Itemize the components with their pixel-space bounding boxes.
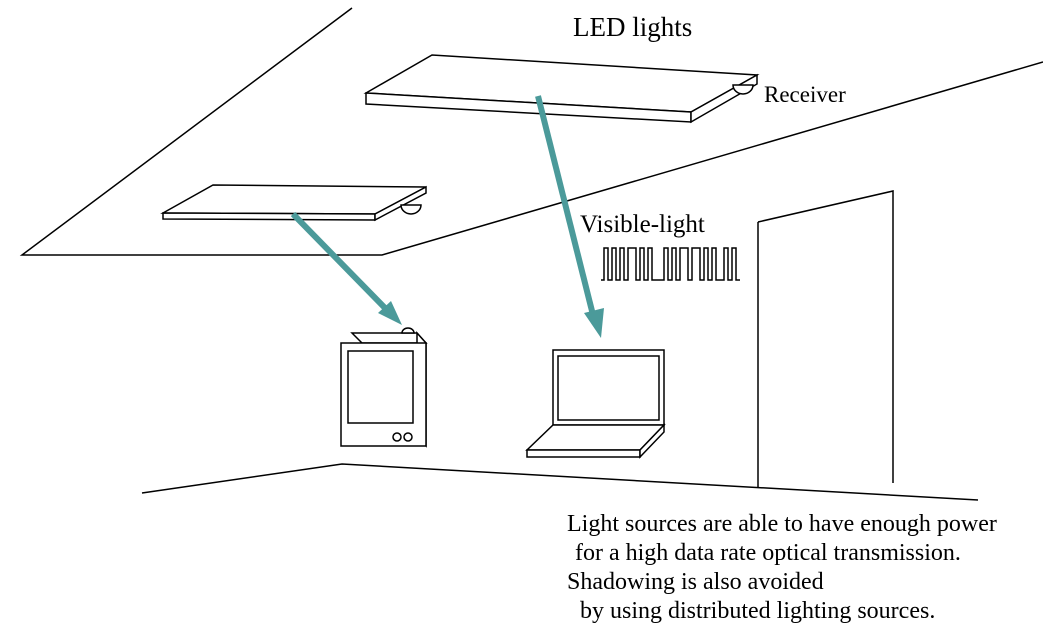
pda-device-icon bbox=[340, 327, 428, 448]
laptop-icon bbox=[525, 349, 666, 459]
ceiling-plane bbox=[19, 7, 1043, 256]
door-icon bbox=[757, 190, 894, 488]
receiver-icon-2 bbox=[400, 204, 422, 215]
led-light-panel-1 bbox=[363, 54, 760, 124]
led-light-panel-2 bbox=[160, 184, 427, 222]
caption: Light sources are able to have enough po… bbox=[567, 511, 997, 624]
led-lights-label: LED lights bbox=[573, 12, 692, 42]
light-beam-1 bbox=[535, 95, 604, 338]
caption-line-3: Shadowing is also avoided bbox=[567, 569, 824, 595]
caption-line-4: by using distributed lighting sources. bbox=[580, 598, 935, 624]
square-wave-icon bbox=[601, 247, 740, 281]
floor-line bbox=[141, 463, 979, 501]
caption-line-1: Light sources are able to have enough po… bbox=[567, 511, 997, 537]
light-beam-2 bbox=[290, 211, 402, 325]
receiver-icon bbox=[732, 84, 754, 95]
visible-light-label: Visible-light bbox=[580, 211, 705, 238]
caption-line-2: for a high data rate optical transmissio… bbox=[575, 540, 961, 566]
receiver-label: Receiver bbox=[764, 82, 846, 107]
